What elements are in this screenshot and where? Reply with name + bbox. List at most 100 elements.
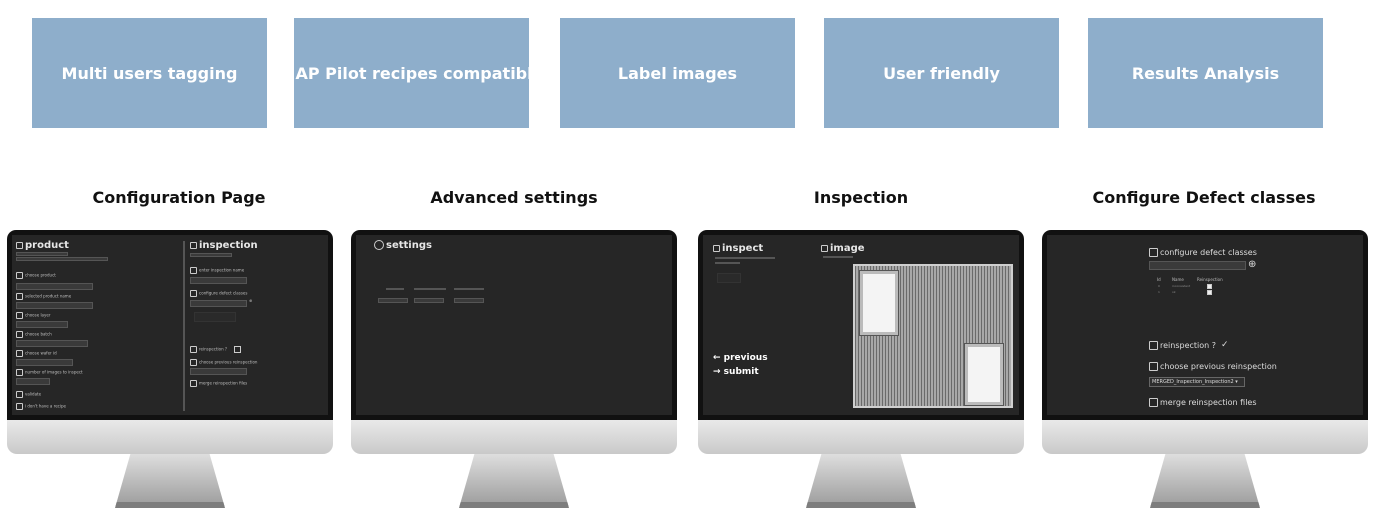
caption-inspection: Inspection — [813, 188, 909, 207]
images-icon — [16, 369, 23, 376]
settings-field-2[interactable] — [414, 298, 444, 303]
monitor-bezel: configure defect classes ⊕ Id Name Reins… — [1042, 230, 1368, 420]
validate-button[interactable]: validate — [16, 391, 41, 398]
monitor-bezel: product choose product selected product … — [7, 230, 333, 420]
monitor-bezel: inspect image ← previous → submit — [698, 230, 1024, 420]
gear-icon — [374, 240, 384, 250]
batch-select[interactable] — [16, 340, 88, 347]
reinspection-checkmark-icon[interactable]: ✓ — [1221, 340, 1229, 350]
table-cell-name: inconsistent — [1172, 284, 1191, 288]
batch-icon — [16, 331, 23, 338]
table-cell-id: 1 — [1158, 290, 1160, 294]
previous-reinspection-label: choose previous reinspection — [1149, 362, 1277, 371]
layer-icon — [16, 312, 23, 319]
product-path-text — [16, 257, 108, 261]
monitor-stand — [806, 454, 916, 508]
monitor-configuration: product choose product selected product … — [7, 230, 333, 510]
table-header-reinspection: Reinspection — [1197, 277, 1223, 282]
inspection-name-label: enter inspection name — [190, 267, 244, 274]
defect-table — [194, 312, 236, 322]
reinspection-checkbox[interactable] — [234, 346, 241, 353]
monitor-stand — [115, 454, 225, 508]
table-row-checkbox[interactable] — [1207, 284, 1212, 289]
number-images-field[interactable] — [16, 378, 50, 385]
reinspection-label: reinspection ? — [190, 346, 227, 353]
message-icon — [1149, 362, 1158, 371]
settings-title: settings — [374, 240, 432, 251]
monitor-chin — [698, 420, 1024, 454]
table-row-checkbox[interactable] — [1207, 290, 1212, 295]
layer-select[interactable] — [16, 321, 68, 328]
monitor-bezel: settings — [351, 230, 677, 420]
camera-icon — [190, 267, 197, 274]
camera-icon — [1149, 341, 1158, 350]
product-path-text — [16, 252, 68, 256]
feature-results-analysis: Results Analysis — [1088, 18, 1323, 128]
configure-defect-classes-label: configure defect classes — [1149, 248, 1257, 257]
wafer-select[interactable] — [16, 359, 73, 366]
submit-button[interactable]: → submit — [713, 367, 759, 377]
message-icon — [190, 359, 197, 366]
merge-files-button[interactable]: merge reinspection files — [190, 380, 247, 387]
image-subtitle — [823, 256, 853, 258]
crosshair-icon — [713, 244, 720, 252]
camera-icon — [190, 346, 197, 353]
inspection-name-field[interactable] — [190, 277, 247, 284]
defect-class-input[interactable] — [1149, 261, 1246, 270]
product-select[interactable] — [16, 283, 93, 290]
clock-icon — [190, 241, 197, 249]
settings-field-1[interactable] — [378, 298, 408, 303]
screen-defect-classes: configure defect classes ⊕ Id Name Reins… — [1047, 235, 1363, 415]
feature-label-images: Label images — [560, 18, 795, 128]
settings-label-1 — [386, 288, 404, 290]
inspect-hint — [715, 257, 775, 259]
feature-multi-users-tagging: Multi users tagging — [32, 18, 267, 128]
screen-configuration: product choose product selected product … — [12, 235, 328, 415]
choose-layer-label: choose layer — [16, 312, 50, 319]
add-icon[interactable]: ⊕ — [249, 298, 253, 303]
choose-wafer-label: choose wafer id — [16, 350, 57, 357]
table-cell-id: 0 — [1158, 284, 1160, 288]
monitor-defect-classes: configure defect classes ⊕ Id Name Reins… — [1042, 230, 1368, 510]
settings-field-3[interactable] — [454, 298, 484, 303]
previous-button[interactable]: ← previous — [713, 353, 768, 363]
previous-reinspection-label: choose previous reinspection — [190, 359, 257, 366]
add-class-icon[interactable]: ⊕ — [1248, 259, 1257, 270]
no-recipe-link[interactable]: i don't have a recipe — [16, 403, 66, 410]
inspection-title: inspection — [190, 240, 258, 251]
monitor-settings: settings — [351, 230, 677, 510]
monitor-stand — [459, 454, 569, 508]
product-name-field[interactable] — [16, 302, 93, 309]
choose-product-label: choose product — [16, 272, 56, 279]
image-title: image — [821, 243, 865, 254]
panel-divider — [183, 241, 185, 411]
merge-files-button[interactable]: merge reinspection files — [1149, 398, 1257, 407]
merge-icon — [190, 380, 197, 387]
feature-map-pilot-compatible: MAP Pilot recipes compatible — [280, 18, 543, 128]
die-highlight — [965, 344, 1003, 405]
table-header-name: Name — [1172, 277, 1184, 282]
list-icon — [190, 290, 197, 297]
table-header-id: Id — [1157, 277, 1161, 282]
file-icon — [16, 272, 23, 279]
caption-advanced-settings: Advanced settings — [430, 188, 598, 207]
defect-class-field[interactable] — [190, 300, 247, 307]
wafer-icon — [16, 350, 23, 357]
inspection-image[interactable] — [853, 264, 1013, 408]
feature-user-friendly: User friendly — [824, 18, 1059, 128]
screen-inspection: inspect image ← previous → submit — [703, 235, 1019, 415]
settings-label-2 — [414, 288, 446, 290]
screen-settings: settings — [356, 235, 672, 415]
caption-configure-defect-classes: Configure Defect classes — [1092, 188, 1316, 207]
previous-reinspection-select[interactable]: MERGED_Inspection_Inspection2 ▾ — [1149, 377, 1245, 387]
inspect-table — [717, 273, 741, 283]
choose-batch-label: choose batch — [16, 331, 52, 338]
monitor-chin — [1042, 420, 1368, 454]
previous-reinspection-select[interactable] — [190, 368, 247, 375]
check-icon — [16, 391, 23, 398]
image-icon — [821, 244, 828, 252]
die-highlight — [860, 271, 898, 335]
gear-icon — [16, 293, 23, 300]
product-title: product — [16, 240, 69, 251]
caption-configuration-page: Configuration Page — [92, 188, 266, 207]
